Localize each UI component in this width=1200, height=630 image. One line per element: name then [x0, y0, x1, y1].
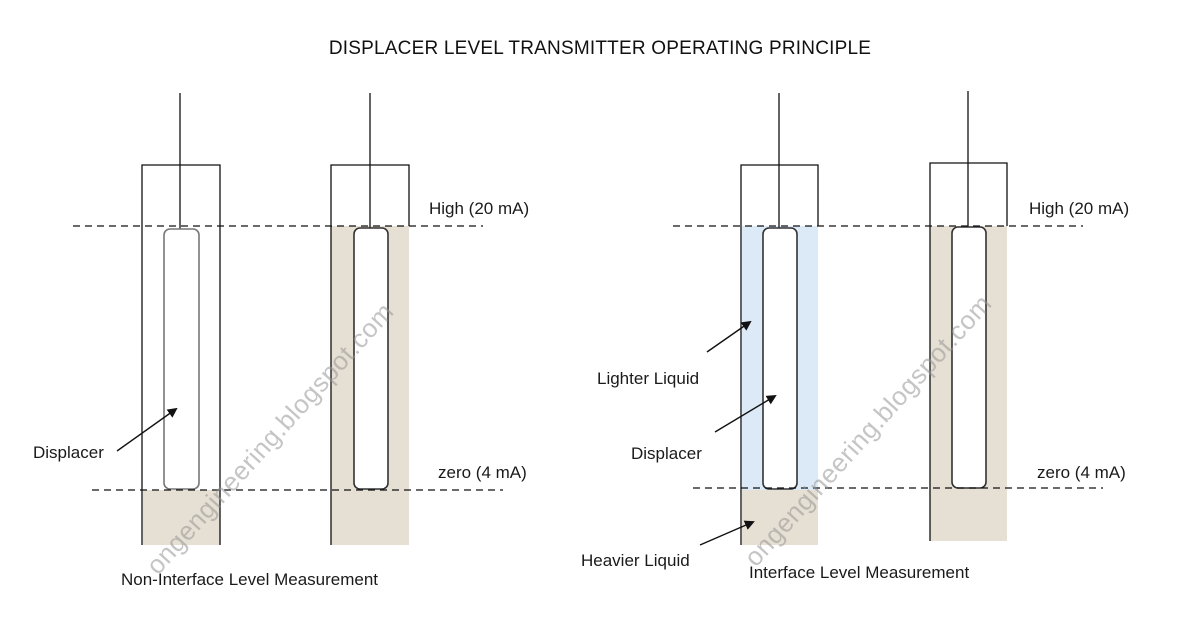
displacer-body	[951, 226, 987, 489]
chamber-outline	[929, 162, 1008, 541]
displacer-arrow	[116, 407, 178, 452]
displacer-body	[163, 228, 200, 490]
chamber-outline	[141, 164, 221, 545]
diagram-title: DISPLACER LEVEL TRANSMITTER OPERATING PR…	[328, 38, 872, 59]
panel-caption-non-interface: Non-Interface Level Measurement	[121, 570, 379, 589]
displacer-body	[762, 227, 798, 490]
chamber-interface-low	[740, 93, 819, 545]
chamber-outline	[330, 164, 410, 545]
heavy-liquid-fill	[143, 490, 220, 545]
chamber-outline	[740, 164, 819, 545]
chamber-full	[330, 93, 410, 545]
displacer-label: Displacer	[631, 444, 702, 463]
heavy-liquid-fill	[742, 490, 818, 545]
high-level-label: High (20 mA)	[1029, 199, 1130, 218]
displacer-arrow	[714, 394, 777, 433]
zero-level-label: zero (4 mA)	[1037, 463, 1126, 482]
lighter-liquid-label: Lighter Liquid	[597, 369, 700, 388]
panel-caption-interface: Interface Level Measurement	[749, 563, 970, 582]
displacer-body	[353, 227, 389, 490]
chamber-empty	[141, 93, 221, 545]
zero-level-label: zero (4 mA)	[438, 463, 527, 482]
high-level-label: High (20 mA)	[429, 199, 530, 218]
displacer-label: Displacer	[33, 443, 104, 462]
heavier-liquid-label: Heavier Liquid	[581, 551, 690, 570]
heavier-liquid-arrow	[699, 520, 755, 546]
lighter-liquid-arrow	[706, 320, 752, 353]
